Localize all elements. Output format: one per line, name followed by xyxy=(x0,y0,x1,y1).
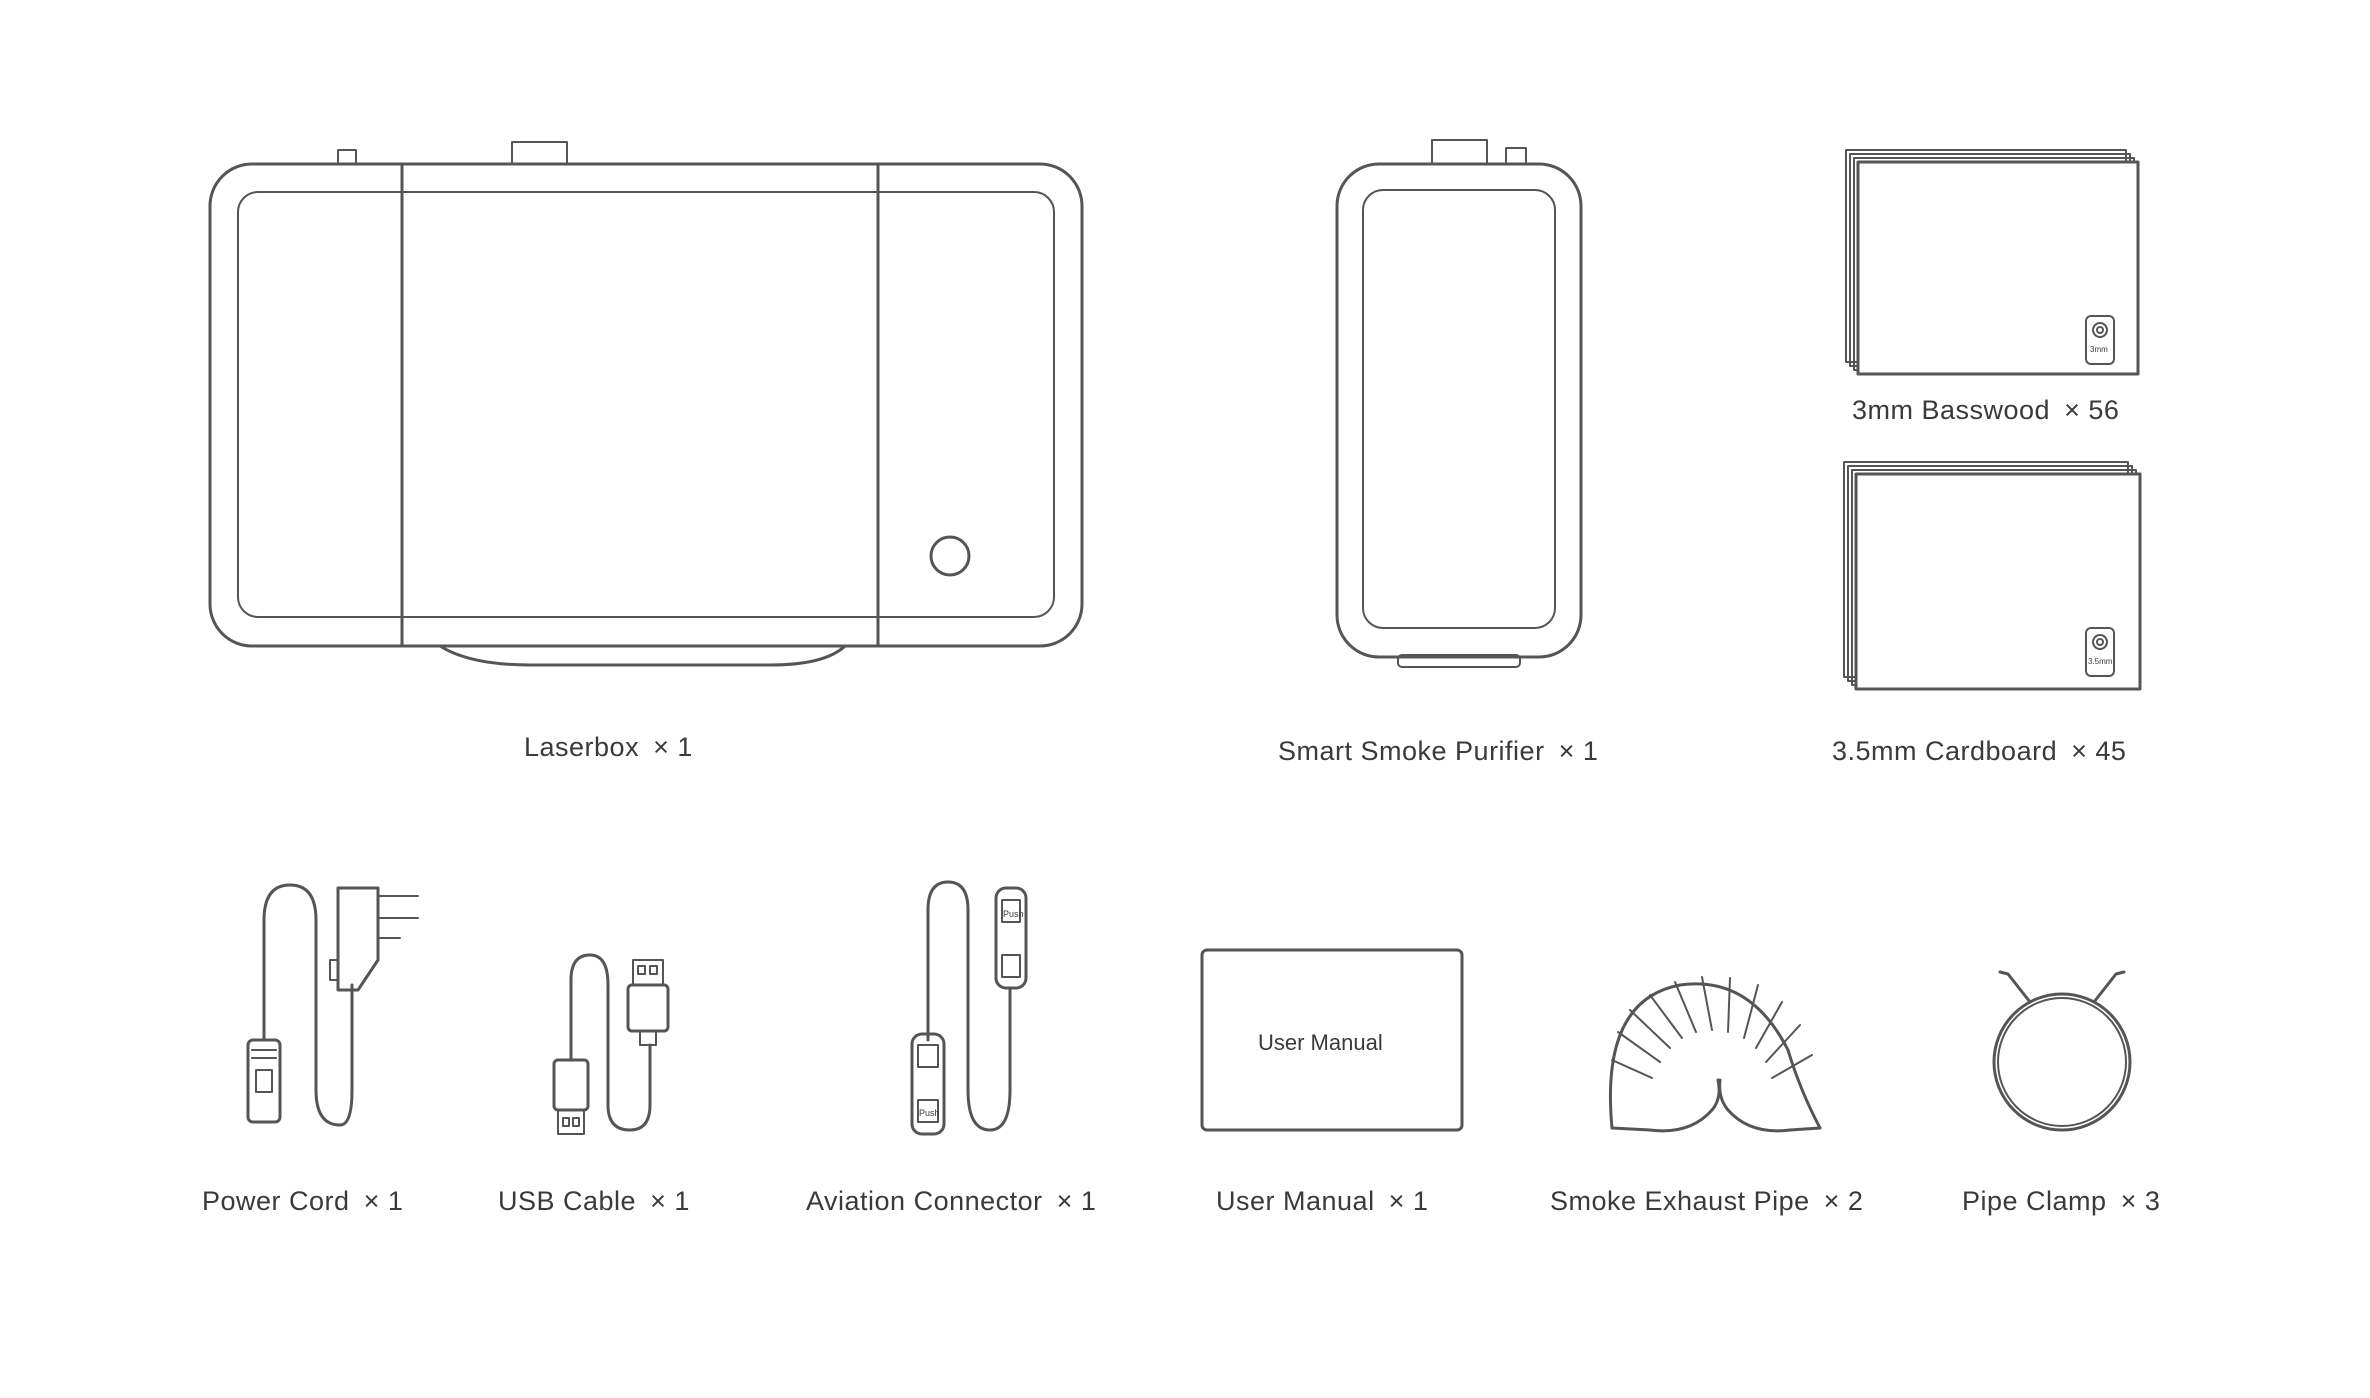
item-qty: × 1 xyxy=(650,1186,690,1216)
item-name: 3.5mm Cardboard xyxy=(1832,736,2058,766)
item-label-cardboard: 3.5mm Cardboard × 45 xyxy=(1832,736,2126,767)
manual-cover-text: User Manual xyxy=(1258,1030,1383,1055)
connector-tag-top: Push xyxy=(1003,909,1024,919)
smoke-purifier-illustration xyxy=(1335,139,1583,668)
item-label-laserbox: Laserbox × 1 xyxy=(524,732,693,763)
pipe-clamp-illustration xyxy=(1992,970,2132,1132)
item-qty: × 3 xyxy=(2120,1186,2161,1216)
connector-tag-bottom: Push xyxy=(919,1108,940,1118)
item-label-smoke-exhaust-pipe: Smoke Exhaust Pipe × 2 xyxy=(1550,1186,1863,1217)
item-name: Power Cord xyxy=(202,1186,350,1216)
item-label-usb-cable: USB Cable × 1 xyxy=(498,1186,690,1217)
item-qty: × 56 xyxy=(2064,395,2120,425)
cardboard-sheets-illustration: 3.5mm xyxy=(1843,461,2142,691)
item-name: USB Cable xyxy=(498,1186,637,1216)
basswood-sheets-illustration: 3mm xyxy=(1845,149,2140,376)
item-qty: × 1 xyxy=(1388,1186,1429,1216)
item-label-smoke-purifier: Smart Smoke Purifier × 1 xyxy=(1278,736,1598,767)
item-qty: × 1 xyxy=(1558,736,1599,766)
item-name: User Manual xyxy=(1216,1186,1375,1216)
item-name: Smoke Exhaust Pipe xyxy=(1550,1186,1810,1216)
basswood-badge-text: 3mm xyxy=(2090,345,2108,354)
item-name: Laserbox xyxy=(524,732,640,762)
usb-cable-illustration xyxy=(552,953,670,1135)
item-name: 3mm Basswood xyxy=(1852,395,2051,425)
item-name: Pipe Clamp xyxy=(1962,1186,2107,1216)
item-qty: × 1 xyxy=(363,1186,404,1216)
item-label-basswood: 3mm Basswood × 56 xyxy=(1852,395,2119,426)
item-label-user-manual: User Manual × 1 xyxy=(1216,1186,1428,1217)
aviation-connector-illustration: Push Push xyxy=(910,880,1028,1136)
item-label-pipe-clamp: Pipe Clamp × 3 xyxy=(1962,1186,2160,1217)
user-manual-illustration: User Manual xyxy=(1200,948,1464,1132)
item-qty: × 45 xyxy=(2071,736,2127,766)
item-qty: × 1 xyxy=(1056,1186,1097,1216)
smoke-exhaust-pipe-illustration xyxy=(1608,976,1822,1133)
item-label-power-cord: Power Cord × 1 xyxy=(202,1186,403,1217)
laserbox-illustration xyxy=(208,141,1084,667)
power-cord-illustration xyxy=(246,883,419,1127)
cardboard-badge-text: 3.5mm xyxy=(2088,657,2113,666)
item-name: Smart Smoke Purifier xyxy=(1278,736,1545,766)
item-qty: × 2 xyxy=(1823,1186,1864,1216)
item-qty: × 1 xyxy=(653,732,693,762)
item-label-aviation-connector: Aviation Connector × 1 xyxy=(806,1186,1096,1217)
item-name: Aviation Connector xyxy=(806,1186,1043,1216)
